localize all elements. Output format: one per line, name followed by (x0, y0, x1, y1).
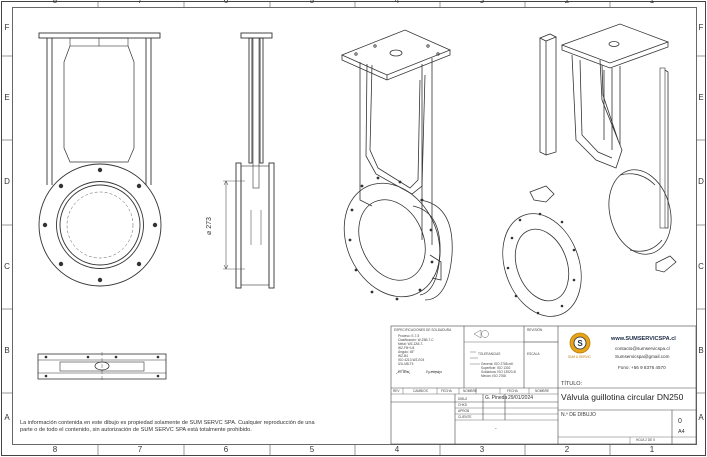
col-label-bottom: 8 (52, 445, 58, 454)
row-label: B (4, 346, 10, 355)
spec-line: Metal: WZ-ZA5-T- (398, 342, 424, 346)
col-label: 5 (309, 0, 315, 5)
drawn-date: 29/01/2024 (508, 395, 534, 401)
tol-line: Mecán: ISO 2768 (481, 374, 506, 378)
spec-line: WZ-FB+1/4 (398, 346, 415, 350)
date-col: FECHA (507, 389, 518, 393)
spec-line: IZU-M8-T5 (398, 362, 414, 366)
side-view (223, 32, 275, 289)
title-label: TÍTULO: (561, 381, 583, 387)
weld-spec-lines: Proceso: E-7-5 Clasificación: W-Z6B-T-C … (398, 334, 434, 366)
row-checked: CHKD (458, 403, 468, 407)
company-website[interactable]: www.SUMSERVICSPA.cl (611, 336, 676, 342)
spec-line: Ángulo: 45° (398, 350, 415, 354)
spec-line: Clasificación: W-Z6B-T-C (398, 338, 434, 342)
tol-line: Superficie: ISO 1302 (481, 366, 511, 370)
revision-header: REVISIÓN (527, 328, 543, 332)
exploded-view (502, 23, 677, 317)
col-label-bottom: 6 (223, 445, 229, 454)
iso-bolts (348, 176, 434, 301)
col-label: 6 (223, 0, 229, 5)
tolerance-lines: General: ISO 2768-mK Superficie: ISO 130… (481, 362, 516, 378)
top-view-holes (44, 355, 160, 378)
row-drawn: DIBUJ (458, 397, 468, 401)
sheet-label: HOJA 2 DE 5 (636, 438, 655, 442)
weld-section-label: En esquina (426, 370, 442, 374)
exploded-bolts (506, 212, 576, 315)
front-view (38, 32, 162, 287)
isometric-view (340, 29, 453, 301)
inner-frame (12, 7, 697, 445)
tol-line: Soldadura: ISO 13920-B (481, 370, 516, 374)
rev-col: CAMBIOS (413, 389, 428, 393)
col-label-bottom: 5 (309, 445, 315, 454)
col-label: 3 (479, 0, 485, 5)
row-label: D (4, 177, 10, 186)
revision-value: 0 (678, 418, 682, 425)
property-notice: La información contenida en este dibujo … (20, 420, 315, 434)
company-logo: S (569, 332, 591, 354)
row-approved: APROB (458, 409, 470, 413)
tol-line: General: ISO 2768-mK (481, 362, 514, 366)
company-email-2[interactable]: Sumservicspa@gmail.com (615, 354, 670, 359)
scale-header: ESCALA (527, 352, 540, 356)
col-label-bottom: 3 (479, 445, 485, 454)
row-label-right: E (698, 93, 704, 102)
col-label: 7 (137, 0, 143, 5)
col-label: 8 (52, 0, 58, 5)
notice-line: parte o de todo el contenido, sin autori… (20, 427, 252, 433)
col-label-bottom: 2 (564, 445, 570, 454)
row-label: C (4, 262, 10, 271)
row-label-right: D (698, 177, 704, 186)
client-dash: - (495, 426, 497, 432)
top-view (37, 352, 167, 381)
title-block (390, 325, 697, 445)
col-label-bottom: 7 (137, 445, 143, 454)
tolerances-header: TOLERANCIAS (478, 352, 501, 356)
diameter-dimension: ⌀ 273 (205, 217, 213, 235)
company-phone: Fono: +56 9 8376 4570 (618, 365, 666, 370)
sheet-size: A4 (678, 429, 685, 435)
spec-line: Proceso: E-7-5 (398, 334, 420, 338)
row-label-right: F (698, 23, 704, 32)
weld-side-label: En bisel (398, 370, 410, 374)
row-label-right: B (698, 346, 704, 355)
logo-text: SUM & SERVIC (568, 355, 591, 359)
bolt-holes (42, 167, 158, 283)
row-label-right: A (698, 413, 704, 422)
row-label-right: C (698, 262, 704, 271)
col-label-bottom: 4 (394, 445, 400, 454)
col-label: 2 (564, 0, 570, 5)
row-label: A (4, 413, 10, 422)
drawing-number-label: N.º DE DIBUJO (561, 412, 596, 418)
col-label-bottom: 1 (649, 445, 655, 454)
svg-text:S: S (577, 339, 583, 348)
rev-col: FECHA (441, 389, 452, 393)
company-email-1[interactable]: contacto@sumservicspa.cl (615, 346, 670, 351)
weld-spec-header: ESPECIFICACIONES DE SOLDADURA (394, 328, 452, 332)
drawing-title: Válvula guillotina circular DN250 (561, 392, 684, 402)
row-label: F (4, 23, 10, 32)
rev-col: REV (393, 389, 400, 393)
rev-col: NOMBRE (463, 389, 477, 393)
spec-line: WZ-B4 (398, 354, 408, 358)
name-col: NOMBRE (535, 389, 549, 393)
notice-line: La información contenida en este dibujo … (20, 420, 315, 426)
row-label: E (4, 93, 10, 102)
spec-line: ISO 4210-WZ-E04 (398, 358, 425, 362)
row-client: CLIENTE (458, 415, 472, 419)
col-label: 4 (394, 0, 400, 5)
drawn-by: G. Pineda (485, 395, 508, 401)
col-label: 1 (649, 0, 655, 5)
